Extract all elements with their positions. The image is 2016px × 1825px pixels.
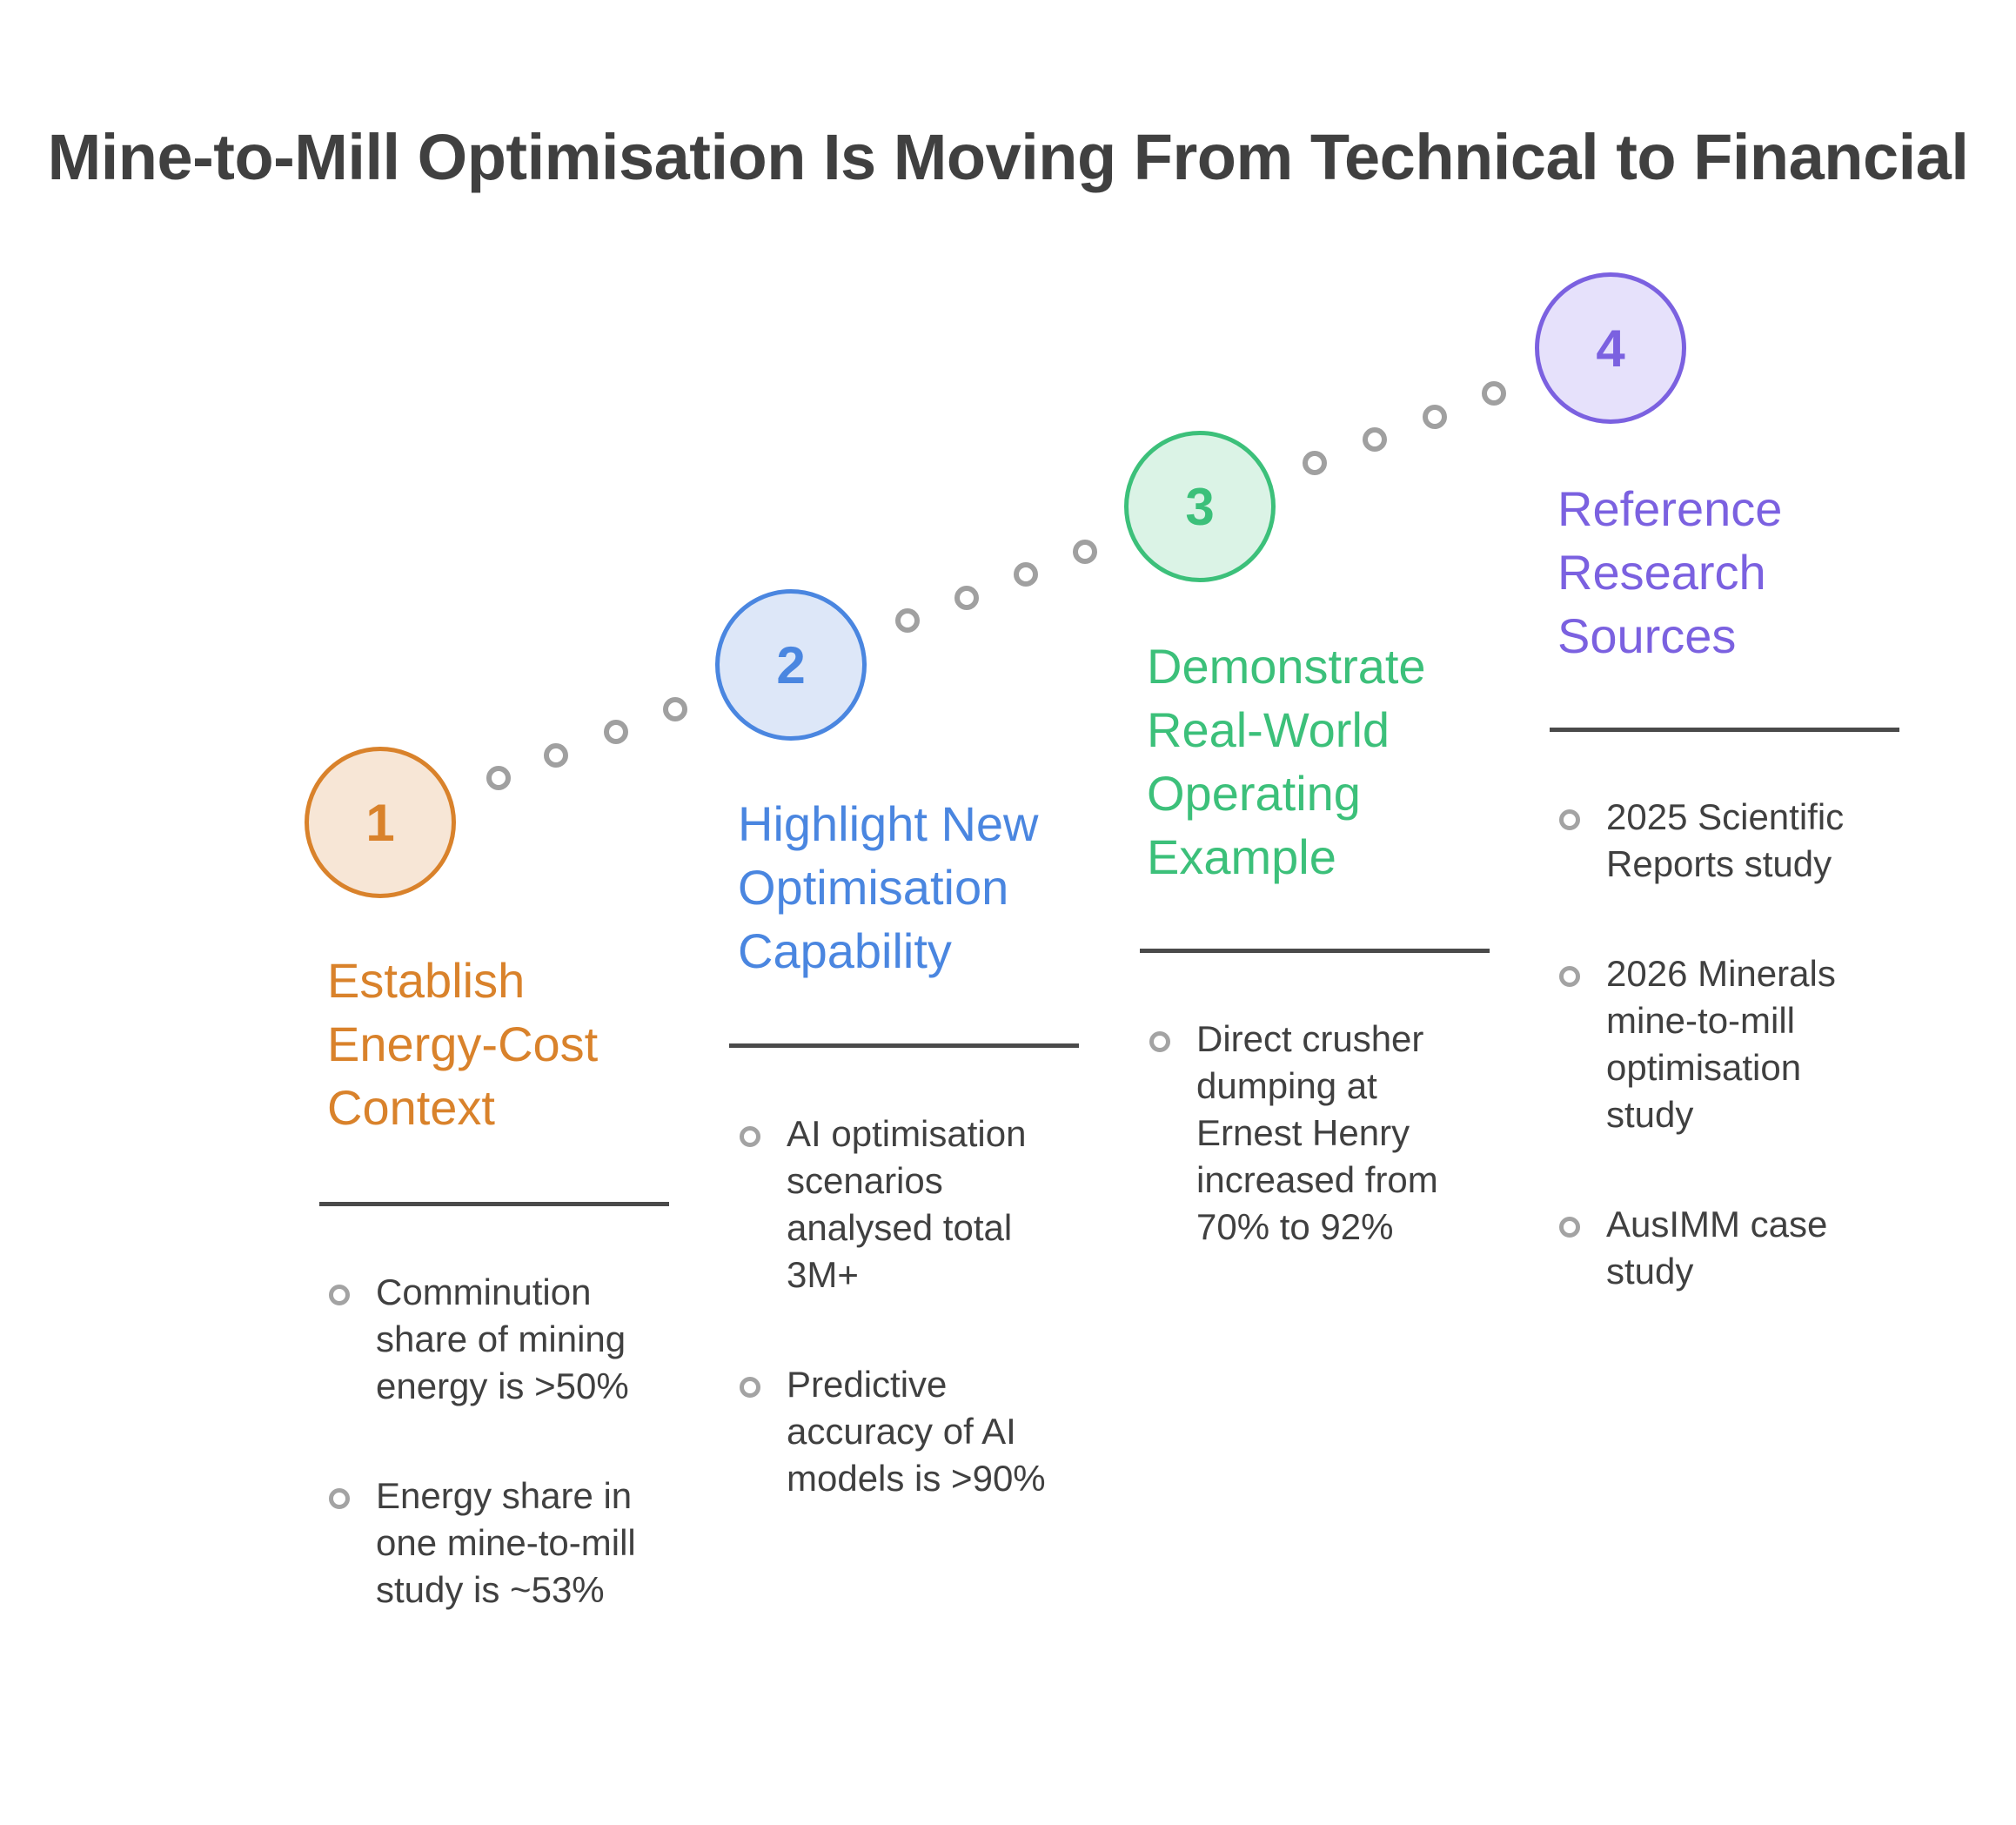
- connector-dot: [544, 743, 568, 768]
- bullet-text: AusIMM case study: [1606, 1204, 1828, 1292]
- connector-dot: [954, 586, 979, 610]
- diagram-title: Mine-to-Mill Optimisation Is Moving From…: [47, 121, 1969, 193]
- bullet-dot-icon: [740, 1126, 760, 1147]
- step-3-bullet-list: Direct crusher dumping at Ernest Henry i…: [1149, 1016, 1463, 1313]
- connector-dot: [1482, 381, 1506, 406]
- connector-dot: [604, 720, 628, 744]
- bullet-text: 2026 Minerals mine-to-mill optimisation …: [1606, 953, 1836, 1135]
- step-4-divider: [1550, 728, 1899, 732]
- step-2-heading: Highlight New Optimisation Capability: [738, 796, 1039, 978]
- step-4-bullet-list: 2025 Scientific Reports study 2026 Miner…: [1559, 794, 1872, 1358]
- bullet-dot-icon: [740, 1377, 760, 1398]
- step-2-bullet-item: Predictive accuracy of AI models is >90%: [740, 1361, 1053, 1502]
- step-1-bullet-item: Comminution share of mining energy is >5…: [329, 1269, 642, 1410]
- step-3-bullet-item: Direct crusher dumping at Ernest Henry i…: [1149, 1016, 1463, 1251]
- bullet-dot-icon: [1559, 1217, 1580, 1238]
- step-2-bullet-list: AI optimisation scenarios analysed total…: [740, 1110, 1053, 1565]
- step-4-bullet-item: AusIMM case study: [1559, 1201, 1872, 1295]
- bullet-dot-icon: [329, 1285, 350, 1305]
- step-2-number-badge: 2: [715, 589, 867, 741]
- bullet-text: Energy share in one mine-to-mill study i…: [376, 1475, 636, 1610]
- step-1-bullet-list: Comminution share of mining energy is >5…: [329, 1269, 642, 1676]
- step-1-divider: [319, 1202, 669, 1206]
- connector-dot: [486, 766, 511, 790]
- step-4-number-badge: 4: [1535, 272, 1686, 424]
- connector-dot: [1014, 562, 1038, 587]
- step-4-bullet-item: 2025 Scientific Reports study: [1559, 794, 1872, 888]
- bullet-dot-icon: [1149, 1031, 1170, 1052]
- step-2-divider: [729, 1043, 1079, 1048]
- bullet-text: 2025 Scientific Reports study: [1606, 796, 1845, 884]
- step-4-heading: Reference Research Sources: [1557, 481, 1783, 663]
- step-1-bullet-item: Energy share in one mine-to-mill study i…: [329, 1473, 642, 1614]
- connector-dot: [1303, 451, 1327, 475]
- bullet-text: Comminution share of mining energy is >5…: [376, 1271, 629, 1406]
- step-4-bullet-item: 2026 Minerals mine-to-mill optimisation …: [1559, 950, 1872, 1138]
- step-2-bullet-item: AI optimisation scenarios analysed total…: [740, 1110, 1053, 1298]
- connector-dot: [1363, 427, 1387, 452]
- bullet-text: Direct crusher dumping at Ernest Henry i…: [1196, 1018, 1438, 1247]
- step-3-divider: [1140, 949, 1490, 953]
- connector-dot: [895, 608, 920, 633]
- connector-dot: [1073, 540, 1097, 564]
- connector-dot: [1423, 405, 1447, 429]
- step-3-number-badge: 3: [1124, 431, 1276, 582]
- bullet-dot-icon: [1559, 809, 1580, 830]
- connector-dot: [663, 697, 687, 721]
- bullet-dot-icon: [329, 1488, 350, 1509]
- bullet-dot-icon: [1559, 966, 1580, 987]
- bullet-text: Predictive accuracy of AI models is >90%: [787, 1364, 1046, 1499]
- bullet-text: AI optimisation scenarios analysed total…: [787, 1113, 1027, 1295]
- step-1-number-badge: 1: [305, 747, 456, 898]
- step-3-heading: Demonstrate Real-World Operating Example: [1147, 639, 1426, 884]
- step-1-heading: Establish Energy-Cost Context: [327, 953, 599, 1135]
